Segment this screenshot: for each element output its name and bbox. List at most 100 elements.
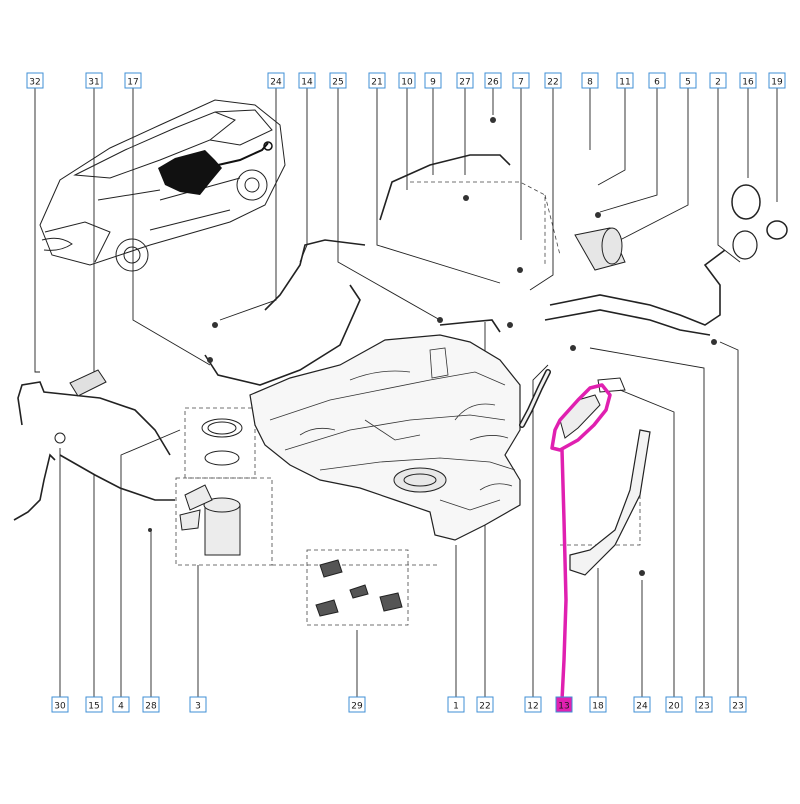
clip-parts: [315, 559, 403, 617]
top-callout-box-16: [739, 72, 757, 89]
top-callout-box-24: [267, 72, 285, 89]
top-callout-label-26: 26: [487, 78, 499, 88]
bottom-callout-box-30: [51, 696, 69, 713]
filler-cap: [766, 220, 788, 240]
bottom-callout-label-24: 24: [636, 702, 648, 712]
bottom-callout-label-1: 1: [453, 702, 459, 712]
top-callout-box-19: [768, 72, 786, 89]
bottom-callout-label-30: 30: [54, 702, 66, 712]
top-callout-label-27: 27: [459, 78, 470, 88]
leader-lines-bottom: [59, 322, 739, 697]
top-callout-box-31: [85, 72, 103, 89]
top-callout-label-25: 25: [332, 78, 343, 88]
fuel-tank-details: [269, 347, 516, 511]
top-callout-label-6: 6: [654, 78, 660, 88]
bottom-callout-box-1: [447, 696, 465, 713]
vent-hose-inner: [520, 370, 550, 427]
top-callout-label-17: 17: [127, 78, 138, 88]
top-callout-box-8: [581, 72, 599, 89]
filler-cap-ring: [731, 184, 761, 220]
bottom-callout-label-29: 29: [351, 702, 363, 712]
filler-neck: [544, 249, 726, 336]
pump-opening: [393, 467, 447, 493]
top-callout-box-26: [484, 72, 502, 89]
top-callout-box-2: [709, 72, 727, 89]
top-callout-label-32: 32: [29, 78, 40, 88]
bottom-callout-box-24: [633, 696, 651, 713]
fuel-lines-left: [13, 381, 175, 521]
top-callout-label-11: 11: [619, 78, 630, 88]
o-ring: [54, 432, 66, 444]
top-callout-label-31: 31: [88, 78, 99, 88]
car-fuel-line-sketch: [217, 142, 269, 166]
top-callout-label-10: 10: [401, 78, 413, 88]
hose-clamp-20: [597, 377, 626, 393]
group-brackets: [175, 181, 641, 626]
filler-hose-13: [559, 394, 601, 439]
top-callout-label-22: 22: [547, 78, 558, 88]
car-filler-cap: [263, 141, 273, 151]
top-callout-box-7: [512, 72, 530, 89]
top-callout-box-14: [298, 72, 316, 89]
bottom-callout-label-20: 20: [668, 702, 680, 712]
top-callout-label-24: 24: [270, 78, 282, 88]
car-fuel-system-highlight: [158, 150, 222, 195]
bottom-callout-label-23: 23: [698, 702, 709, 712]
bottom-callout-box-12: [524, 696, 542, 713]
bottom-callout-box-23: [729, 696, 747, 713]
top-callout-label-9: 9: [430, 78, 436, 88]
bottom-callout-box-28: [142, 696, 160, 713]
top-callout-label-5: 5: [685, 78, 691, 88]
bottom-callout-label-18: 18: [592, 702, 604, 712]
bottom-callout-label-4: 4: [118, 702, 124, 712]
bottom-callout-box-15: [85, 696, 103, 713]
fuel-pump-module: [179, 418, 243, 556]
top-callout-label-7: 7: [518, 78, 524, 88]
bottom-callout-box-4: [112, 696, 130, 713]
top-callout-label-8: 8: [587, 78, 593, 88]
top-callout-box-9: [424, 72, 442, 89]
bottom-callout-box-3: [189, 696, 207, 713]
bottom-callout-label-22: 22: [479, 702, 490, 712]
part-13-highlight-outline: [550, 383, 612, 452]
filler-flap: [732, 230, 758, 260]
bolts: [148, 117, 717, 576]
bottom-callout-label-13: 13: [558, 702, 569, 712]
evap-canister: [574, 227, 626, 271]
top-callout-label-16: 16: [742, 78, 754, 88]
pump-opening-inner: [403, 473, 437, 487]
part-13-highlight-leader: [560, 448, 568, 702]
bottom-callout-box-29: [348, 696, 366, 713]
fuel-tank: [249, 334, 521, 541]
top-callout-box-25: [329, 72, 347, 89]
top-callout-box-5: [679, 72, 697, 89]
bottom-callout-box-22: [476, 696, 494, 713]
top-callout-box-6: [648, 72, 666, 89]
bottom-callout-box-18: [589, 696, 607, 713]
top-callout-box-10: [398, 72, 416, 89]
bottom-callout-label-15: 15: [88, 702, 99, 712]
top-callout-label-14: 14: [301, 78, 313, 88]
top-callout-box-11: [616, 72, 634, 89]
top-callout-box-27: [456, 72, 474, 89]
inline-fuel-filter: [69, 369, 107, 397]
bottom-callout-box-23: [695, 696, 713, 713]
tank-strap: [569, 429, 651, 576]
top-callout-box-22: [544, 72, 562, 89]
top-callout-label-21: 21: [371, 78, 382, 88]
top-callout-label-2: 2: [715, 78, 721, 88]
bottom-callout-box-13: [555, 696, 573, 713]
bottom-callout-box-20: [665, 696, 683, 713]
top-labels: 32 31 17 24 14 25 21 10 9 27 26 7 22 8 11 6 5 2 16 19: [26, 72, 786, 89]
bottom-callout-label-12: 12: [527, 702, 538, 712]
bottom-callout-label-3: 3: [195, 702, 201, 712]
top-callout-box-21: [368, 72, 386, 89]
car-illustration: [39, 99, 286, 272]
top-callout-label-19: 19: [771, 78, 783, 88]
fuel-lines-top: [204, 154, 511, 386]
leader-lines: [34, 88, 778, 373]
bottom-callout-label-28: 28: [145, 702, 157, 712]
